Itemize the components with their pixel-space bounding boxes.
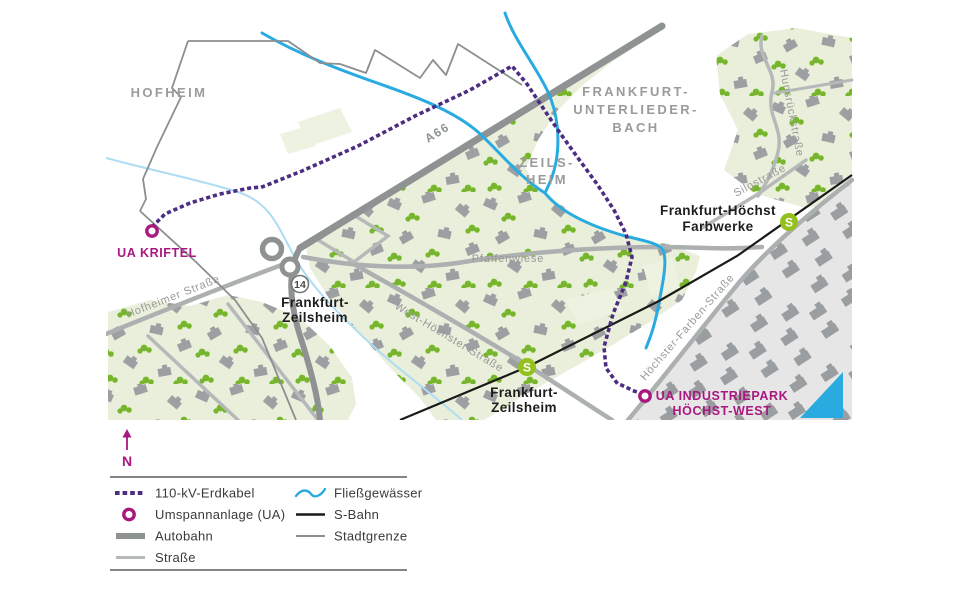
ua-kriftel-marker <box>145 224 159 238</box>
river-main <box>800 372 843 418</box>
label-station-zeilsheim-1: Frankfurt- <box>490 385 558 400</box>
legend-swatch-umspannanlage <box>122 507 136 522</box>
label-unterliederbach-1: FRANKFURT- <box>582 84 690 99</box>
label-hofheim: HOFHEIM <box>131 85 208 100</box>
map-area <box>106 11 854 420</box>
street-minor-sw2 <box>226 302 320 420</box>
residential-zone-zeilsheim <box>306 46 700 420</box>
sbahn-badge-zeilsheim: S <box>518 358 536 376</box>
ua-industriepark-marker <box>638 389 652 403</box>
street-minor-sw1 <box>146 334 240 420</box>
label-unterliederbach-3: BACH <box>612 120 659 135</box>
sbahn-badge-farbwerke-text: S <box>785 216 793 230</box>
route-badge-14-text: 14 <box>294 279 306 291</box>
cable-route-110kv <box>150 63 647 397</box>
label-a66: A66 <box>422 120 452 146</box>
legend-swatch-fliessgewaesser <box>294 487 327 498</box>
street-minor-ne <box>773 78 854 95</box>
legend-label-umspannanlage: Umspannanlage (UA) <box>155 507 285 522</box>
sbahn-line <box>399 174 853 420</box>
legend-label-fliessgewaesser: Fließgewässer <box>334 486 423 501</box>
roundabout-junction <box>259 236 301 278</box>
legend-label-autobahn: Autobahn <box>155 529 213 544</box>
north-arrow: N <box>122 429 132 469</box>
industrial-zone-hoechst <box>630 182 852 420</box>
label-zeilsheim-area-2: HEIM <box>526 172 568 187</box>
streets <box>106 22 854 420</box>
residential-zone-northeast <box>716 28 852 208</box>
field-patches <box>280 108 680 324</box>
label-ua-industriepark-2: HÖCHST-WEST <box>673 403 772 418</box>
sbahn-badge-farbwerke: S <box>780 213 798 231</box>
label-pfaffenwiese: Pfaffenwiese <box>472 253 544 265</box>
label-frankfurt-zeilsheim-1: Frankfurt- <box>281 295 349 310</box>
label-ua-industriepark-1: UA INDUSTRIEPARK <box>656 389 789 403</box>
street-hunsrueckstrasse <box>756 34 781 198</box>
legend-label-strasse: Straße <box>155 550 196 565</box>
north-label: N <box>122 453 132 469</box>
label-station-farbwerke-2: Farbwerke <box>682 219 753 234</box>
legend-label-stadtgrenze: Stadtgrenze <box>334 529 407 544</box>
sbahn-badge-zeilsheim-text: S <box>523 361 531 375</box>
street-hofheimer <box>106 260 290 337</box>
label-ua-kriftel: UA KRIFTEL <box>117 246 197 260</box>
city-boundary <box>139 40 523 420</box>
legend: 110-kV-Erdkabel Umspannanlage (UA) Autob… <box>110 476 423 571</box>
legend-label-sbahn: S-Bahn <box>334 507 379 522</box>
route-badge-14: 14 <box>290 274 310 294</box>
legend-label-erdkabel: 110-kV-Erdkabel <box>155 486 255 501</box>
label-station-farbwerke-1: Frankfurt-Höchst <box>660 203 776 218</box>
autobahn-a66 <box>296 22 666 252</box>
label-station-zeilsheim-2: Zeilsheim <box>491 400 557 415</box>
label-frankfurt-zeilsheim-2: Zeilsheim <box>282 310 348 325</box>
street-pfaffenwiese <box>300 244 765 269</box>
street-industrial-edge <box>625 177 854 420</box>
street-west-hoechster <box>347 259 615 420</box>
label-unterliederbach-2: UNTERLIEDER- <box>573 102 699 117</box>
stream-minor <box>106 157 463 420</box>
label-zeilsheim-area-1: ZEILS- <box>519 155 575 170</box>
